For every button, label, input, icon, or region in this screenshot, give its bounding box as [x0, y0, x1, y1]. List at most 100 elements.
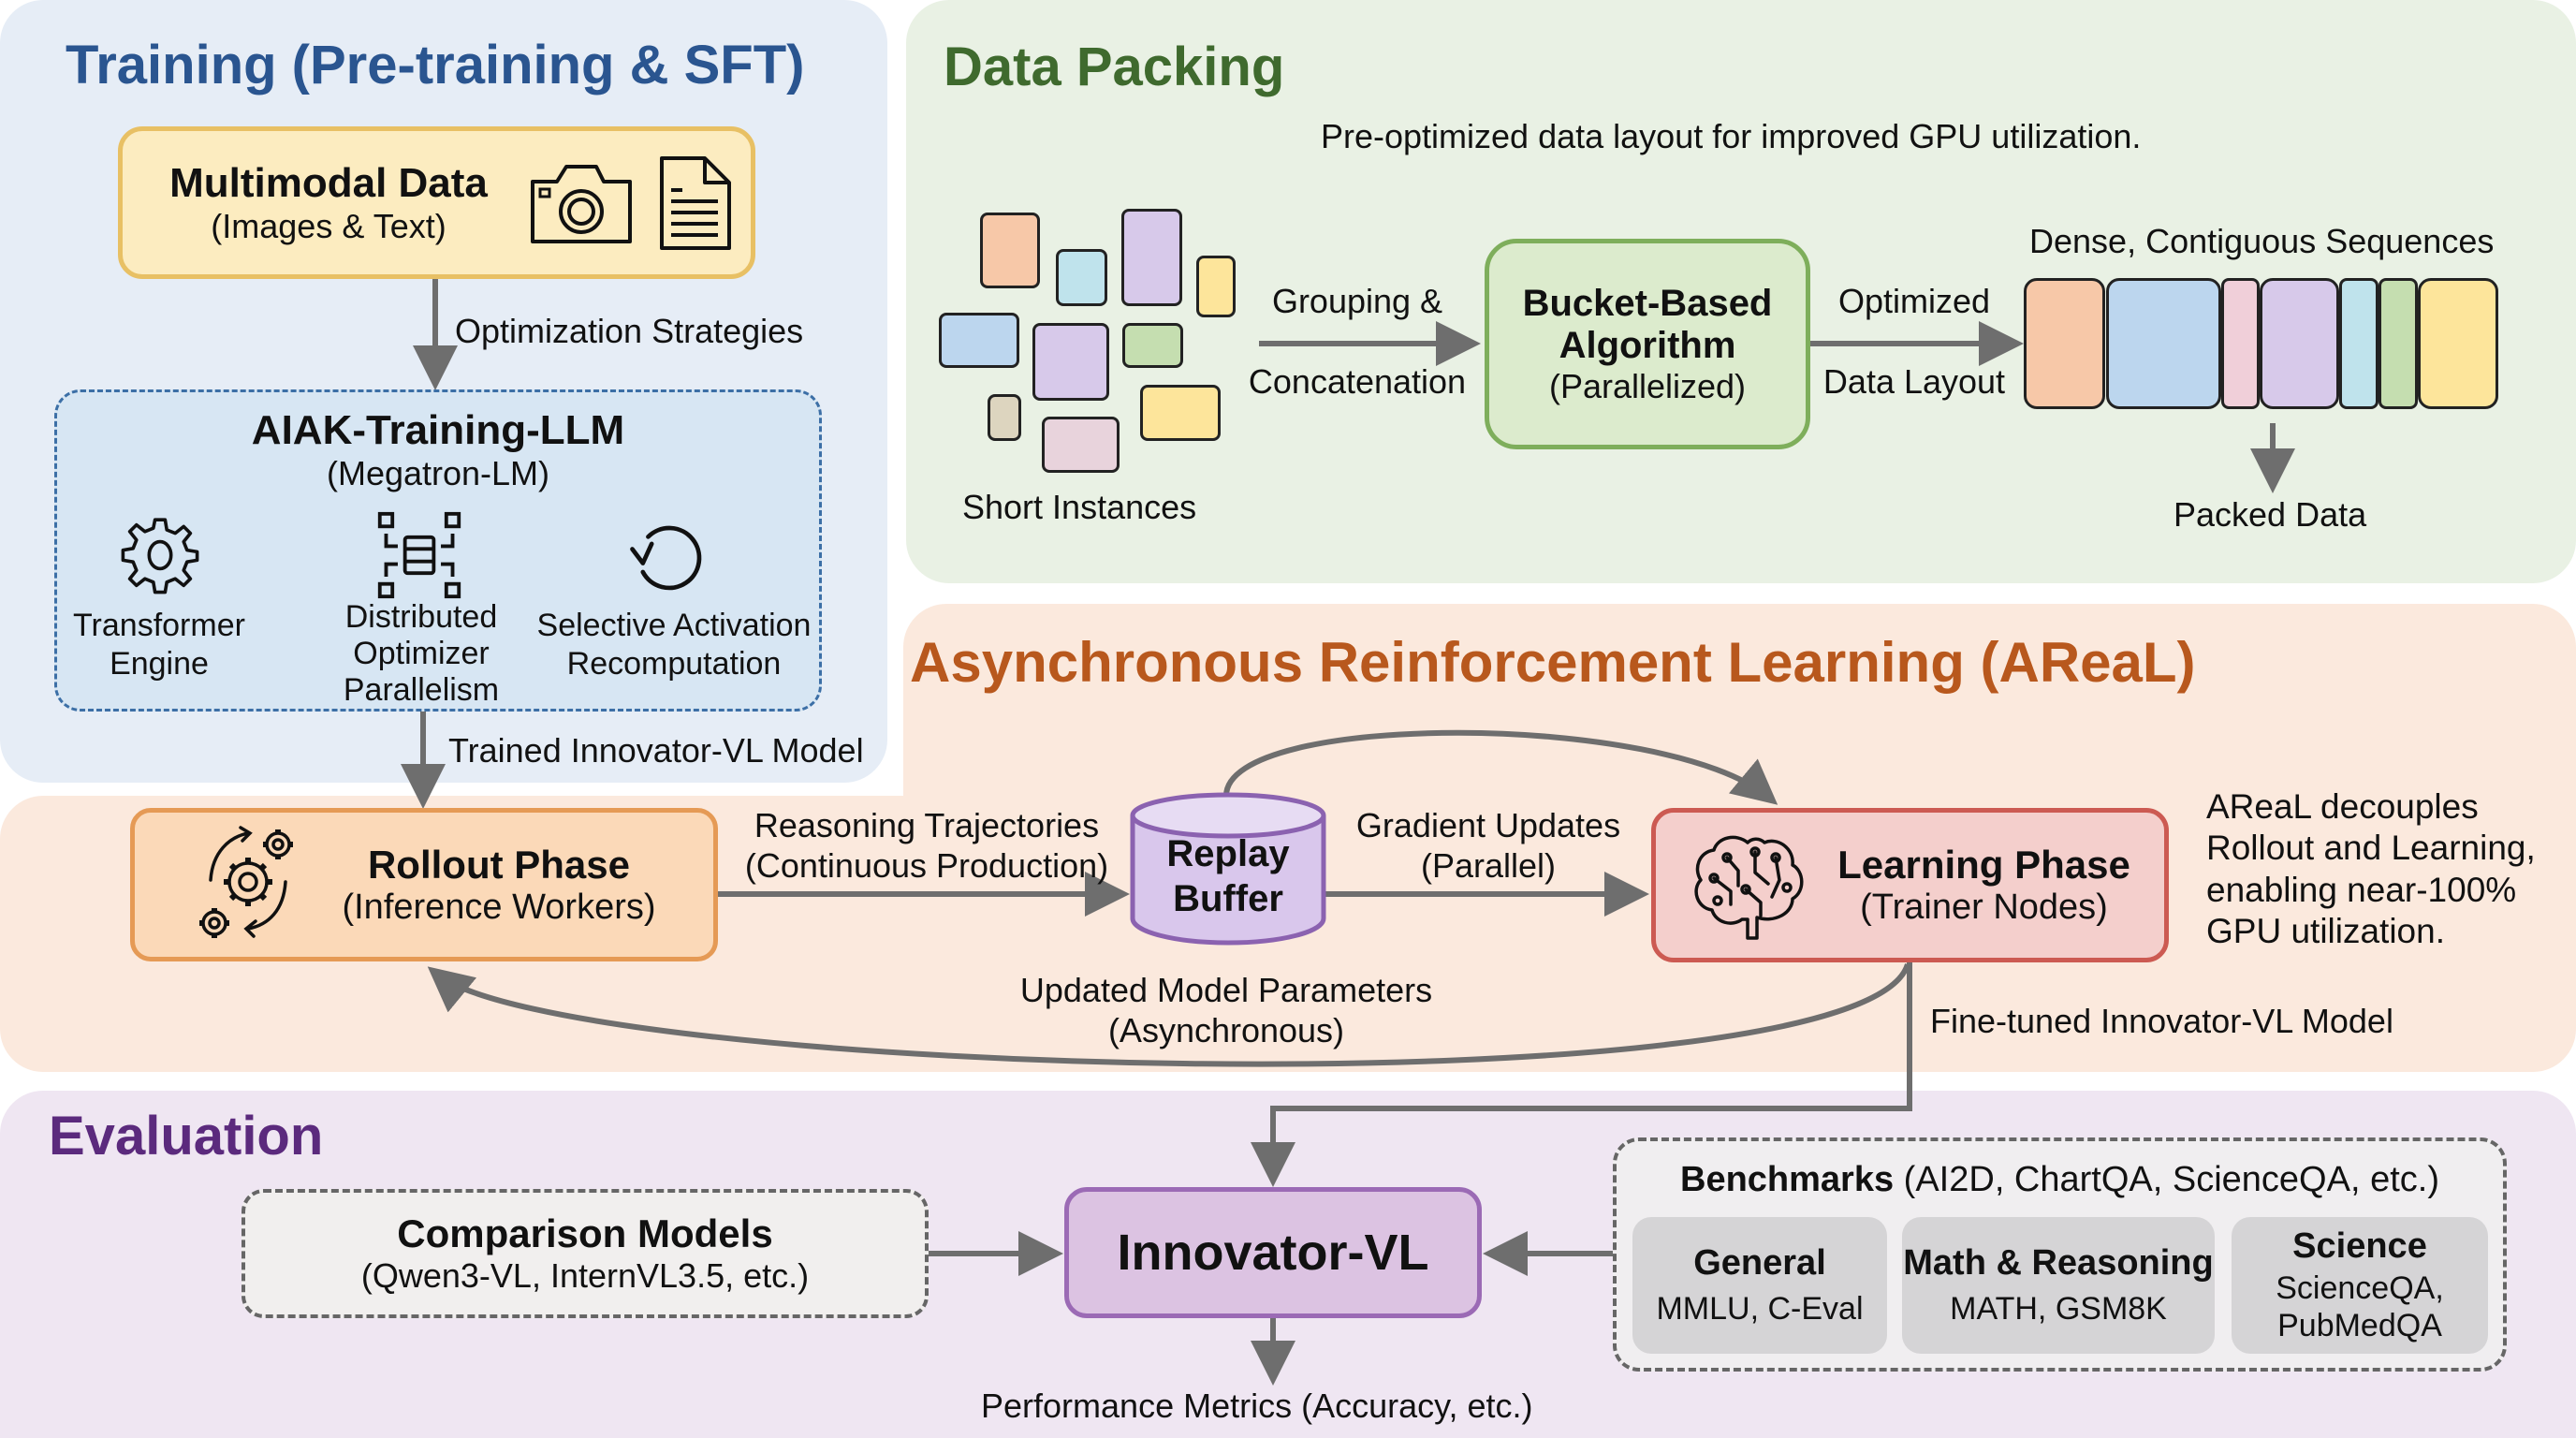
sequence-segment [2260, 278, 2339, 409]
replay-line2: Buffer [1173, 878, 1283, 919]
category-items: MATH, GSM8K [1950, 1291, 2167, 1327]
benchmark-category-science: Science ScienceQA, PubMedQA [2232, 1217, 2488, 1354]
data-packing-title: Data Packing [944, 37, 1285, 97]
instance-block [1032, 323, 1109, 401]
brain-circuit-icon [1694, 835, 1804, 940]
multimodal-title: Multimodal Data [169, 159, 488, 206]
instance-block [1042, 417, 1120, 473]
gradient-updates-label: Gradient Updates (Parallel) [1329, 805, 1647, 886]
bucket-line2: Algorithm [1559, 324, 1736, 366]
distributed-server-icon [377, 511, 461, 599]
sequence-segment [2339, 278, 2378, 409]
gradient-line2: (Parallel) [1420, 846, 1557, 886]
bucket-line1: Bucket-Based [1522, 282, 1773, 324]
replay-buffer-cylinder [1130, 792, 1326, 946]
bucket-algorithm-box: Bucket-Based Algorithm (Parallelized) [1485, 239, 1810, 449]
areal-title: Asynchronous Reinforcement Learning (ARe… [910, 631, 2196, 694]
rotating-gears-icon [199, 826, 294, 938]
benchmarks-title-rest: (AI2D, ChartQA, ScienceQA, etc.) [1894, 1160, 2439, 1199]
feature-transformer-engine: Transformer Engine [56, 607, 262, 683]
learning-phase-box: Learning Phase (Trainer Nodes) [1651, 808, 2169, 962]
instance-block [1122, 323, 1183, 368]
multimodal-data-box: Multimodal Data (Images & Text) [118, 126, 755, 279]
data-layout-label: Data Layout [1822, 362, 2006, 401]
learning-subtitle: (Trainer Nodes) [1860, 888, 2108, 927]
grouping-label: Grouping & [1271, 282, 1443, 320]
feature-line: Recomputation [566, 645, 782, 682]
trajectories-line2: (Continuous Production) [744, 846, 1109, 886]
comparison-title: Comparison Models [397, 1211, 773, 1255]
benchmark-category-math: Math & Reasoning MATH, GSM8K [1902, 1217, 2215, 1354]
feature-line: Distributed [344, 599, 498, 635]
trajectories-line1: Reasoning Trajectories [754, 806, 1100, 844]
gradient-line1: Gradient Updates [1355, 806, 1621, 844]
sequences-label: Dense, Contiguous Sequences [2029, 222, 2495, 260]
feature-line: Transformer [73, 608, 245, 643]
category-name: General [1693, 1243, 1826, 1283]
instance-block [939, 313, 1019, 368]
finetuned-model-label: Fine-tuned Innovator-VL Model [1930, 1002, 2393, 1040]
trained-model-label: Trained Innovator-VL Model [448, 731, 864, 770]
instance-block [988, 394, 1021, 441]
benchmark-category-general: General MMLU, C-Eval [1632, 1217, 1887, 1354]
feature-distributed-optimizer: Distributed Optimizer Parallelism [318, 599, 524, 709]
category-name: Science [2292, 1226, 2427, 1267]
sequence-segment [2024, 278, 2105, 409]
feature-line: Selective Activation [536, 608, 812, 643]
updated-line2: (Asynchronous) [1107, 1011, 1345, 1050]
document-icon [660, 155, 731, 250]
multimodal-subtitle: (Images & Text) [211, 206, 446, 245]
learning-title: Learning Phase [1837, 843, 2130, 887]
bucket-line3: (Parallelized) [1548, 366, 1747, 405]
sequence-segment [2378, 278, 2418, 409]
rollout-subtitle: (Inference Workers) [342, 887, 656, 927]
category-items: MMLU, C-Eval [1656, 1291, 1864, 1327]
note-line: AReaL decouples [2206, 787, 2479, 826]
aiak-subtitle: (Megatron-LM) [326, 454, 550, 492]
concatenation-label: Concatenation [1248, 362, 1467, 401]
comparison-subtitle: (Qwen3-VL, InternVL3.5, etc.) [360, 1256, 810, 1295]
areal-note: AReaL decouples Rollout and Learning, en… [2206, 786, 2536, 953]
category-items-line2: PubMedQA [2277, 1307, 2442, 1343]
training-title: Training (Pre-training & SFT) [66, 35, 805, 95]
areal-panel-join [903, 796, 959, 852]
innovator-vl-label: Innovator-VL [1117, 1225, 1429, 1281]
note-line: GPU utilization. [2206, 912, 2445, 951]
benchmarks-title: Benchmarks (AI2D, ChartQA, ScienceQA, et… [1680, 1160, 2439, 1200]
replay-line1: Replay [1166, 833, 1290, 874]
packing-description: Pre-optimized data layout for improved G… [1321, 117, 2142, 155]
category-items-line1: ScienceQA, [2276, 1270, 2444, 1307]
updated-line1: Updated Model Parameters [1019, 971, 1433, 1009]
benchmarks-title-bold: Benchmarks [1680, 1160, 1895, 1199]
instance-block [1056, 249, 1107, 306]
sequence-segment [2221, 278, 2260, 409]
feature-line: Optimizer [353, 636, 490, 672]
trajectories-label: Reasoning Trajectories (Continuous Produ… [730, 805, 1123, 886]
performance-metrics-label: Performance Metrics (Accuracy, etc.) [981, 1387, 1533, 1425]
feature-selective-activation: Selective Activation Recomputation [524, 607, 824, 683]
recompute-arrow-icon [630, 525, 702, 591]
rollout-phase-box: Rollout Phase (Inference Workers) [130, 808, 718, 961]
instance-block [1121, 209, 1182, 306]
optimized-label: Optimized [1837, 282, 1991, 320]
instance-block [1196, 256, 1236, 317]
optimization-strategies-label: Optimization Strategies [455, 312, 804, 350]
updated-parameters-label: Updated Model Parameters (Asynchronous) [992, 970, 1460, 1050]
short-instances-label: Short Instances [962, 488, 1197, 526]
aiak-training-box: AIAK-Training-LLM (Megatron-LM) [54, 389, 822, 712]
camera-icon [531, 164, 632, 243]
gear-icon [121, 518, 199, 594]
sequence-segment [2106, 278, 2221, 409]
rollout-title: Rollout Phase [367, 842, 631, 887]
feature-line: Engine [110, 645, 209, 682]
instance-block [980, 213, 1040, 288]
aiak-title: AIAK-Training-LLM [251, 407, 625, 453]
sequence-segment [2418, 278, 2498, 409]
replay-buffer-label: Replay Buffer [1128, 831, 1328, 921]
innovator-vl-box: Innovator-VL [1064, 1187, 1482, 1318]
instance-block [1140, 385, 1221, 441]
comparison-models-box: Comparison Models (Qwen3-VL, InternVL3.5… [242, 1189, 929, 1318]
packed-data-label: Packed Data [2174, 495, 2367, 534]
feature-line: Parallelism [343, 672, 500, 709]
note-line: Rollout and Learning, [2206, 829, 2536, 868]
